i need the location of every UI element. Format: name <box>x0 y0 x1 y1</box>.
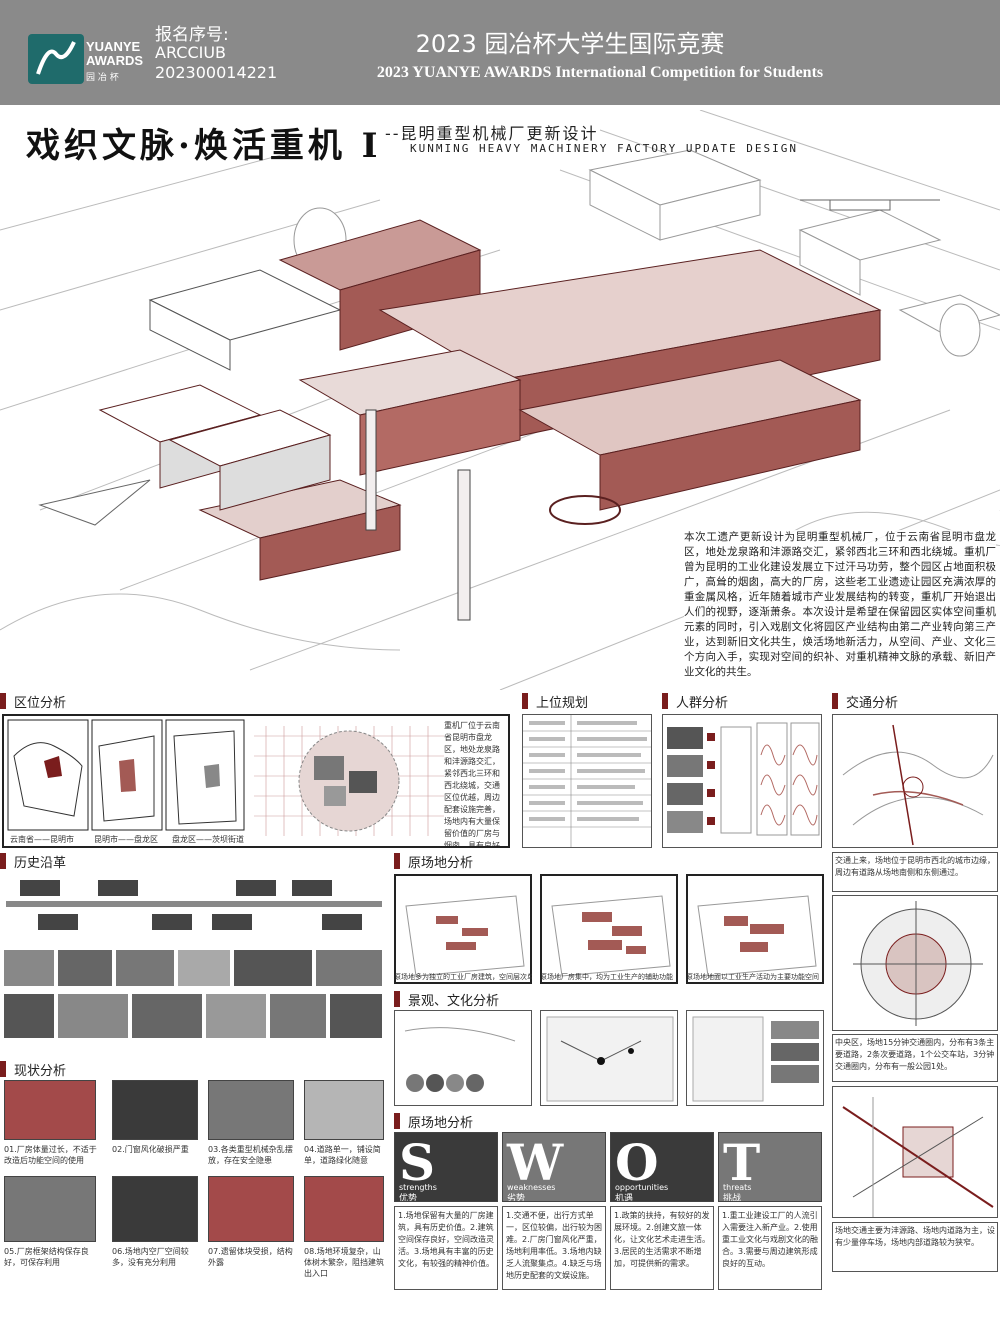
section-site: 原场地分析 <box>394 852 473 871</box>
header-bar: YUANYE AWARDS 园 冶 杯 报名序号: ARCCIUB 202300… <box>0 0 1000 105</box>
section-status: 现状分析 <box>0 1060 66 1079</box>
status-photo-1 <box>4 1080 96 1140</box>
status-caption-4: 04.道路单一，铺设简单，道路绿化随意 <box>304 1145 381 1165</box>
swot-photo-t: T threats 挑战 <box>718 1132 822 1202</box>
section-traffic: 交通分析 <box>832 692 898 711</box>
landscape-map-3 <box>686 1010 824 1106</box>
location-caption-2: 昆明市——盘龙区 <box>94 835 158 844</box>
swot-note-o: 1.政策的扶持，有较好的发展环境。2.创建文旅一体化，让文化艺术走进生活。3.居… <box>610 1206 714 1290</box>
history-timeline <box>2 872 386 1052</box>
planning-table <box>522 714 652 848</box>
location-panel: 云南省——昆明市 昆明市——盘龙区 盘龙区——茨坝街道 重机厂位于云南省昆明市盘… <box>2 714 510 848</box>
project-introduction: 本次工遗产更新设计为昆明重型机械厂，位于云南省昆明市盘龙区，地处龙泉路和沣源路交… <box>684 530 996 680</box>
section-planning: 上位规划 <box>522 692 588 711</box>
status-caption-8: 08.场地环境复杂，山体树木繁杂，阻挡建筑出入口 <box>304 1247 384 1278</box>
section-landscape: 景观、文化分析 <box>394 990 499 1009</box>
traffic-map-1 <box>832 714 998 848</box>
section-site-swot: 原场地分析 <box>394 1112 473 1131</box>
traffic-note-1: 交通上来，场地位于昆明市西北的城市边缘，周边有道路从场地南侧和东侧通过。 <box>832 852 998 892</box>
competition-title-cn: 2023 园冶杯大学生国际竞赛 <box>415 30 725 58</box>
status-photo-3 <box>208 1080 294 1140</box>
location-maps <box>7 719 444 836</box>
axonometric-illustration <box>0 110 1000 690</box>
competition-title-en: 2023 YUANYE AWARDS International Competi… <box>376 64 824 81</box>
status-photo-6 <box>112 1176 198 1242</box>
traffic-map-2 <box>832 895 998 1031</box>
registration-number: 202300014221 <box>155 63 278 82</box>
swot-photo-w: W weaknesses 劣势 <box>502 1132 606 1202</box>
swot-note-t: 1.重工业建设工厂的人流引入需要注入新产业。2.使用重工业文化与戏剧文化的融合。… <box>718 1206 822 1290</box>
registration-label: 报名序号: <box>155 25 229 45</box>
status-caption-2: 02.门窗风化破损严重 <box>112 1145 189 1154</box>
swot-note-s: 1.场地保留有大量的厂房建筑，具有历史价值。2.建筑空间保存良好，空间改造灵活。… <box>394 1206 498 1290</box>
site-caption-1: 原场地多为独立的工业厂房建筑，空间层次单一 <box>394 973 532 981</box>
swot-photo-s: S strengths 优势 <box>394 1132 498 1202</box>
traffic-map-3 <box>832 1086 998 1218</box>
location-caption-3: 盘龙区——茨坝街道 <box>172 835 244 844</box>
status-photo-5 <box>4 1176 96 1242</box>
logo-text: YUANYE AWARDS <box>86 39 144 68</box>
swot-photo-o: O opportunities 机遇 <box>610 1132 714 1202</box>
site-map-3 <box>686 874 824 984</box>
site-map-1 <box>394 874 532 984</box>
section-history: 历史沿革 <box>0 852 66 871</box>
status-photo-8 <box>304 1176 384 1242</box>
status-caption-3: 03.各类重型机械杂乱摆放，存在安全隐患 <box>208 1145 293 1165</box>
status-caption-1: 01.厂房体量过长，不适于改造后功能空间的使用 <box>4 1145 97 1165</box>
project-title: 戏织文脉·焕活重机 I <box>26 126 382 166</box>
status-caption-6: 06.场地内空厂空间较多，没有充分利用 <box>112 1247 189 1267</box>
project-subtitle-cn: --昆明重型机械厂更新设计 <box>385 124 599 143</box>
logo-sub: 园 冶 杯 <box>86 73 119 83</box>
registration-code: ARCCIUB <box>155 43 227 62</box>
landscape-map-2 <box>540 1010 678 1106</box>
traffic-note-3: 场地交通主要为沣源路、场地内道路为主，设有少量停车场，场地内部道路较为狭窄。 <box>832 1222 998 1272</box>
status-caption-5: 05.厂房框架结构保存良好，可保存利用 <box>4 1247 89 1267</box>
section-location: 区位分析 <box>0 692 66 711</box>
landscape-map-1 <box>394 1010 532 1106</box>
location-caption-1: 云南省——昆明市 <box>10 835 74 844</box>
section-crowd: 人群分析 <box>662 692 728 711</box>
project-subtitle-en: KUNMING HEAVY MACHINERY FACTORY UPDATE D… <box>410 142 799 155</box>
status-photo-7 <box>208 1176 294 1242</box>
site-caption-3: 原场地地面以工业生产活动为主要功能空间 <box>686 973 819 981</box>
traffic-note-2: 中央区，场地15分钟交通圈内，分布有3条主要道路，2条次要道路，1个公交车站，3… <box>832 1034 998 1082</box>
site-map-2 <box>540 874 678 984</box>
location-note: 重机厂位于云南省昆明市盘龙区，地处龙泉路和沣源路交汇，紧邻西北三环和西北绕城，交… <box>444 721 500 846</box>
status-photo-4 <box>304 1080 384 1140</box>
crowd-panel <box>662 714 822 848</box>
yuanye-logo-icon <box>28 34 84 84</box>
site-caption-2: 原场地厂房集中，均为工业生产的辅助功能 <box>540 973 673 981</box>
status-caption-7: 07.遗留体块受损，结构外露 <box>208 1247 293 1267</box>
status-photo-2 <box>112 1080 198 1140</box>
swot-note-w: 1.交通不便，出行方式单一，区位较偏，出行较为困难。2.厂房门窗风化严重，场地利… <box>502 1206 606 1290</box>
